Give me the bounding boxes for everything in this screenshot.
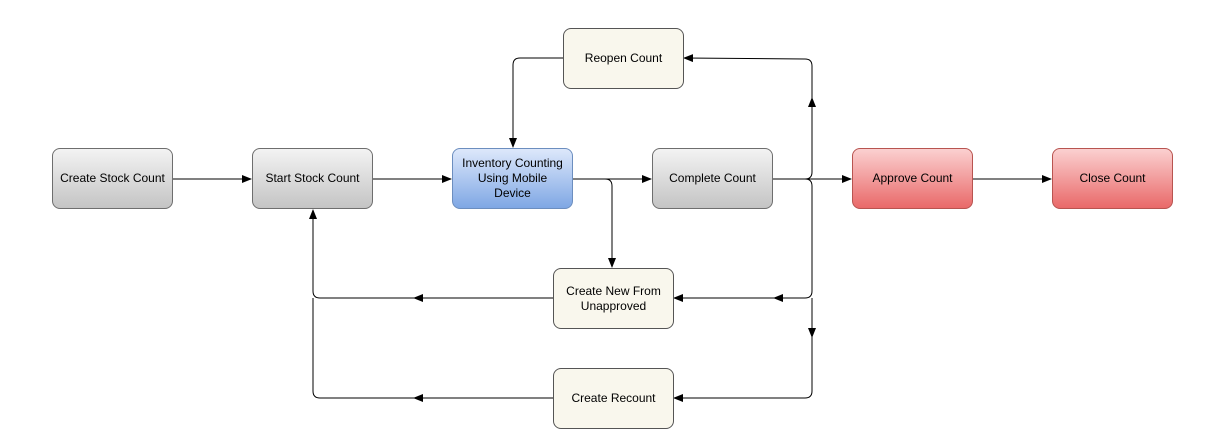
node-close-count[interactable]: Close Count xyxy=(1052,148,1173,209)
node-label: Close Count xyxy=(1079,171,1146,185)
node-label: Approve Count xyxy=(872,171,953,185)
mid-arrow-left-unapproved xyxy=(413,294,423,302)
node-label: Start Stock Count xyxy=(265,171,360,185)
node-complete-count[interactable]: Complete Count xyxy=(652,148,773,209)
edge-complete-to-unapproved xyxy=(673,178,813,302)
mid-arrow-left-unapproved-right xyxy=(773,294,783,302)
edge-unapproved-to-start xyxy=(309,209,553,299)
edge-complete-to-reopen xyxy=(683,54,813,180)
node-create-new-from-unapproved[interactable]: Create New From Unapproved xyxy=(553,268,674,329)
node-label: Create New From Unapproved xyxy=(566,283,661,313)
mid-arrow-left-recount xyxy=(413,394,423,402)
edge-recount-to-start xyxy=(312,298,553,399)
edge-inventory-to-unapproved xyxy=(572,178,616,268)
node-create-stock-count[interactable]: Create Stock Count xyxy=(52,148,173,209)
node-reopen-count[interactable]: Reopen Count xyxy=(563,28,684,89)
node-inventory-counting[interactable]: Inventory Counting Using Mobile Device xyxy=(452,148,573,209)
node-create-recount[interactable]: Create Recount xyxy=(553,368,674,429)
edge-complete-to-recount xyxy=(673,298,813,402)
edge-reopen-to-inventory xyxy=(509,57,563,148)
mid-arrow-up xyxy=(808,97,816,107)
mid-arrow-down xyxy=(808,328,816,338)
node-approve-count[interactable]: Approve Count xyxy=(852,148,973,209)
node-label: Inventory Counting Using Mobile Device xyxy=(462,156,563,200)
node-label: Complete Count xyxy=(669,171,756,185)
node-label: Create Recount xyxy=(571,391,656,405)
node-start-stock-count[interactable]: Start Stock Count xyxy=(252,148,373,209)
node-label: Reopen Count xyxy=(584,51,663,65)
node-label: Create Stock Count xyxy=(60,171,165,185)
